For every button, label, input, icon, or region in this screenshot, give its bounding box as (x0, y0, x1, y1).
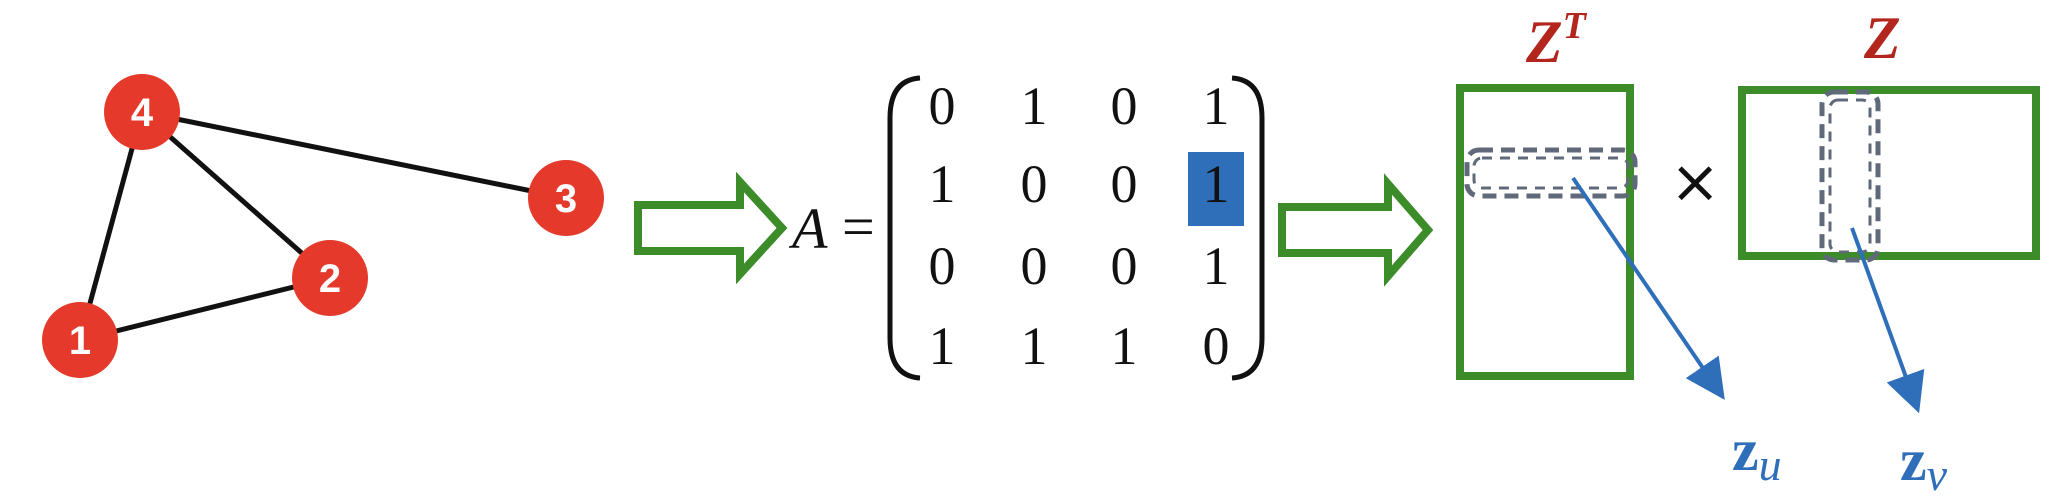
z-col-dashed-inner (1828, 98, 1872, 254)
graph-edges (77, 109, 567, 343)
zt-superscript: T (1563, 5, 1588, 47)
matrix-cell: 1 (929, 316, 956, 376)
matrix-cell: 1 (1021, 76, 1048, 136)
node-label: 4 (131, 91, 154, 135)
zu-label: zu (1732, 417, 1782, 490)
matrix-cell: 0 (1111, 236, 1138, 296)
matrix-cell: 1 (1111, 316, 1138, 376)
zt-row-dashed-inner (1472, 156, 1630, 190)
zt-matrix-rect (1456, 84, 1634, 380)
matrix-cell: 1 (1203, 76, 1230, 136)
zt-block: ZT zu (1456, 5, 1782, 490)
edge-3-4 (141, 109, 567, 201)
graph-nodes: 1 2 3 4 (42, 74, 604, 378)
matrix-cell: 1 (1203, 236, 1230, 296)
multiply-icon: × (1670, 147, 1720, 217)
zv-pointer-arrow (1850, 227, 1925, 414)
matrix-cell: 1 (1203, 154, 1230, 214)
left-paren (887, 75, 921, 381)
adjacency-matrix: A = 0 1 0 1 1 0 0 1 0 0 0 1 1 1 1 0 (788, 75, 1265, 381)
matrix-cell: 1 (929, 154, 956, 214)
matrix-cell: 0 (1111, 154, 1138, 214)
matrix-cell: 0 (929, 76, 956, 136)
node-circle (292, 240, 368, 316)
zv-label: zv (1900, 427, 1948, 498)
node-circle (528, 160, 604, 236)
equals-sign: = (842, 194, 875, 259)
node-label: 3 (555, 177, 577, 221)
node-circle (104, 74, 180, 150)
zt-base: Z (1525, 9, 1563, 75)
matrix-cell: 0 (1021, 236, 1048, 296)
node-3: 3 (528, 160, 604, 236)
matrix-cells: 0 1 0 1 1 0 0 1 0 0 0 1 1 1 1 0 (929, 76, 1230, 376)
z-col-dashed (1819, 89, 1881, 263)
zt-row-dashed (1464, 147, 1638, 199)
matrix-symbol: A (788, 196, 828, 261)
zt-label: ZT (1525, 5, 1588, 75)
edge-1-4 (77, 111, 145, 341)
right-paren (1231, 75, 1265, 381)
node-label: 1 (69, 319, 91, 363)
z-block: Z zv (1738, 5, 2040, 498)
node-1: 1 (42, 302, 118, 378)
edge-2-4 (140, 110, 332, 280)
matrix-cell: 1 (1021, 316, 1048, 376)
node-4: 4 (104, 74, 180, 150)
matrix-cell: 0 (929, 236, 956, 296)
node-2: 2 (292, 240, 368, 316)
node-label: 2 (319, 257, 341, 301)
right-arrow-icon (634, 171, 788, 285)
graph: 1 2 3 4 (42, 74, 604, 378)
matrix-cell: 0 (1203, 316, 1230, 376)
highlighted-cell (1188, 152, 1244, 226)
edge-1-2 (79, 275, 331, 343)
zu-pointer-arrow (1571, 176, 1725, 400)
matrix-cell: 0 (1111, 76, 1138, 136)
matrix-cell: 0 (1021, 154, 1048, 214)
z-matrix-rect (1738, 86, 2040, 260)
node-circle (42, 302, 118, 378)
right-arrow-icon (1278, 173, 1434, 287)
z-label: Z (1863, 5, 1901, 71)
